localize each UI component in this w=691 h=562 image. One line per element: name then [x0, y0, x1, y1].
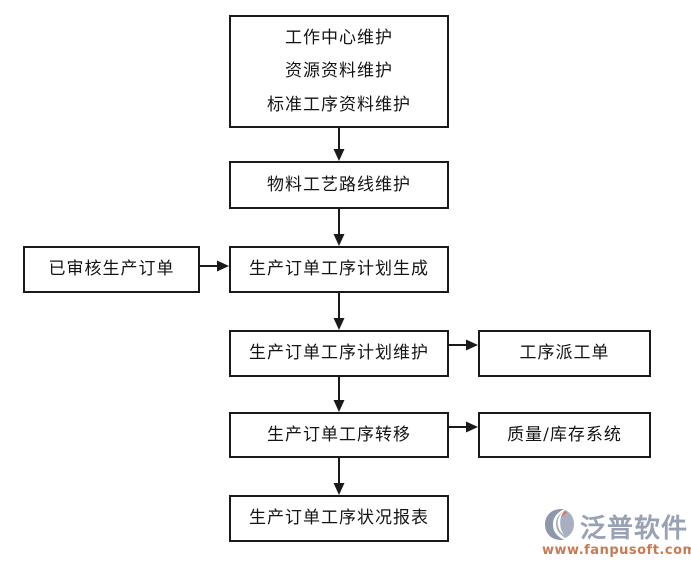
fanpu-logo-icon — [543, 508, 579, 545]
node-label: 工序派工单 — [519, 343, 610, 364]
arrow-plan-maintain-to-dispatch — [449, 339, 478, 351]
node-operation-transfer: 生产订单工序转移 — [229, 412, 449, 458]
node-label: 已审核生产订单 — [48, 259, 175, 280]
node-label: 质量/库存系统 — [507, 424, 622, 445]
node-operation-plan-generate: 生产订单工序计划生成 — [229, 246, 449, 293]
node-master-data-line-2: 资源资料维护 — [285, 61, 393, 82]
fanpu-brand-text: 泛普软件 — [579, 514, 688, 544]
arrow-master-to-routing — [333, 128, 345, 161]
fanpu-watermark: 泛普软件 www.fanpusoft.com — [542, 508, 691, 558]
arrow-plan-generate-to-plan-maintain — [333, 293, 345, 330]
node-label: 生产订单工序状况报表 — [249, 508, 429, 529]
node-label: 物料工艺路线维护 — [267, 174, 411, 195]
node-quality-inventory-system: 质量/库存系统 — [478, 412, 651, 458]
arrow-plan-maintain-to-transfer — [333, 377, 345, 412]
node-approved-production-order: 已审核生产订单 — [23, 246, 200, 293]
node-label: 生产订单工序计划生成 — [249, 259, 429, 280]
arrow-transfer-to-quality — [449, 421, 478, 433]
node-operation-dispatch-order: 工序派工单 — [478, 330, 651, 377]
arrow-transfer-to-status-report — [333, 458, 345, 495]
arrow-routing-to-plan-generate — [333, 209, 345, 246]
node-master-data-maintenance: 工作中心维护 资源资料维护 标准工序资料维护 — [229, 15, 449, 128]
node-label: 生产订单工序计划维护 — [249, 343, 429, 364]
node-material-routing-maintenance: 物料工艺路线维护 — [229, 161, 449, 209]
fanpu-url-text: www.fanpusoft.com — [542, 543, 691, 558]
node-operation-plan-maintain: 生产订单工序计划维护 — [229, 330, 449, 377]
arrow-approved-order-to-plan-generate — [200, 260, 229, 272]
node-operation-status-report: 生产订单工序状况报表 — [229, 495, 449, 542]
node-master-data-line-3: 标准工序资料维护 — [267, 94, 411, 115]
node-label: 生产订单工序转移 — [267, 424, 411, 445]
node-master-data-line-1: 工作中心维护 — [285, 27, 393, 48]
